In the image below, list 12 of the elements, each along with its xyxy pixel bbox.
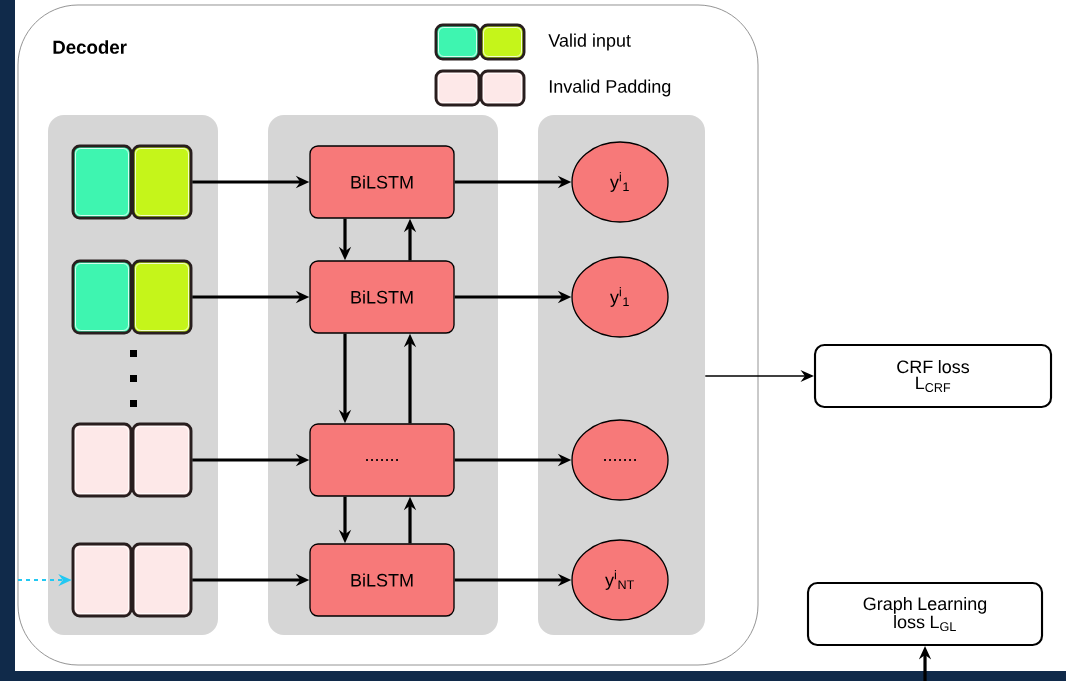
loss-box: Graph Learning loss L$_{GL}$	[806, 581, 1044, 647]
input-cell-pair	[71, 422, 193, 498]
input-cell-pair	[71, 144, 193, 220]
loss-box: CRF loss L$_{CRF}$	[813, 343, 1053, 409]
bilstm-box: .......	[309, 423, 455, 497]
legend-label: Invalid Padding	[549, 79, 671, 97]
input-cell-pair	[71, 259, 193, 335]
input-cell-pair	[71, 542, 193, 618]
bilstm-box: BiLSTM	[309, 543, 455, 617]
bilstm-box: BiLSTM	[309, 260, 455, 334]
legend-label: Valid input	[548, 33, 631, 51]
bilstm-box: BiLSTM	[309, 145, 455, 219]
